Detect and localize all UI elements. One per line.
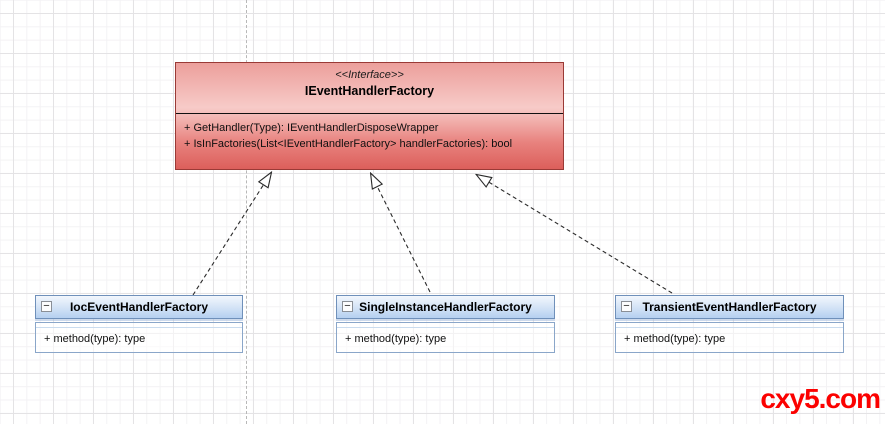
class-body: + method(type): type <box>615 322 844 353</box>
collapse-icon[interactable]: − <box>342 301 353 312</box>
interface-stereotype: <<Interface>> <box>335 69 404 81</box>
watermark-logo: cxy5.com <box>760 383 881 414</box>
class-method: + method(type): type <box>345 333 447 345</box>
class-header: − IocEventHandlerFactory <box>35 295 243 319</box>
class-header: − SingleInstanceHandlerFactory <box>336 295 555 319</box>
class-name: SingleInstanceHandlerFactory <box>359 300 532 314</box>
attributes-compartment <box>36 323 242 328</box>
attributes-compartment <box>616 323 843 328</box>
realization-arrow-ioc[interactable] <box>192 173 271 296</box>
class-method: + method(type): type <box>44 333 146 345</box>
interface-node-ieventhandlerfactory[interactable]: <<Interface>> IEventHandlerFactory + Get… <box>175 62 564 170</box>
class-body: + method(type): type <box>336 322 555 353</box>
class-node-singleinstancehandlerfactory[interactable]: − SingleInstanceHandlerFactory + method(… <box>336 295 555 353</box>
class-name: TransientEventHandlerFactory <box>642 300 817 314</box>
class-method: + method(type): type <box>624 333 726 345</box>
interface-method: + IsInFactories(List<IEventHandlerFactor… <box>184 137 513 150</box>
interface-header: <<Interface>> IEventHandlerFactory <box>176 63 563 114</box>
class-header: − TransientEventHandlerFactory <box>615 295 844 319</box>
class-body: + method(type): type <box>35 322 243 353</box>
class-name: IocEventHandlerFactory <box>69 300 209 314</box>
collapse-icon[interactable]: − <box>621 301 632 312</box>
attributes-compartment <box>337 323 554 328</box>
interface-method: + GetHandler(Type): IEventHandlerDispose… <box>184 122 439 134</box>
collapse-icon[interactable]: − <box>41 301 52 312</box>
interface-methods: + GetHandler(Type): IEventHandlerDispose… <box>176 114 563 152</box>
interface-name: IEventHandlerFactory <box>304 84 435 98</box>
class-node-transienteventhandlerfactory[interactable]: − TransientEventHandlerFactory + method(… <box>615 295 844 353</box>
realization-arrow-transient[interactable] <box>477 175 673 294</box>
class-node-ioceventhandlerfactory[interactable]: − IocEventHandlerFactory + method(type):… <box>35 295 243 353</box>
realization-arrow-singleinstance[interactable] <box>371 174 431 293</box>
